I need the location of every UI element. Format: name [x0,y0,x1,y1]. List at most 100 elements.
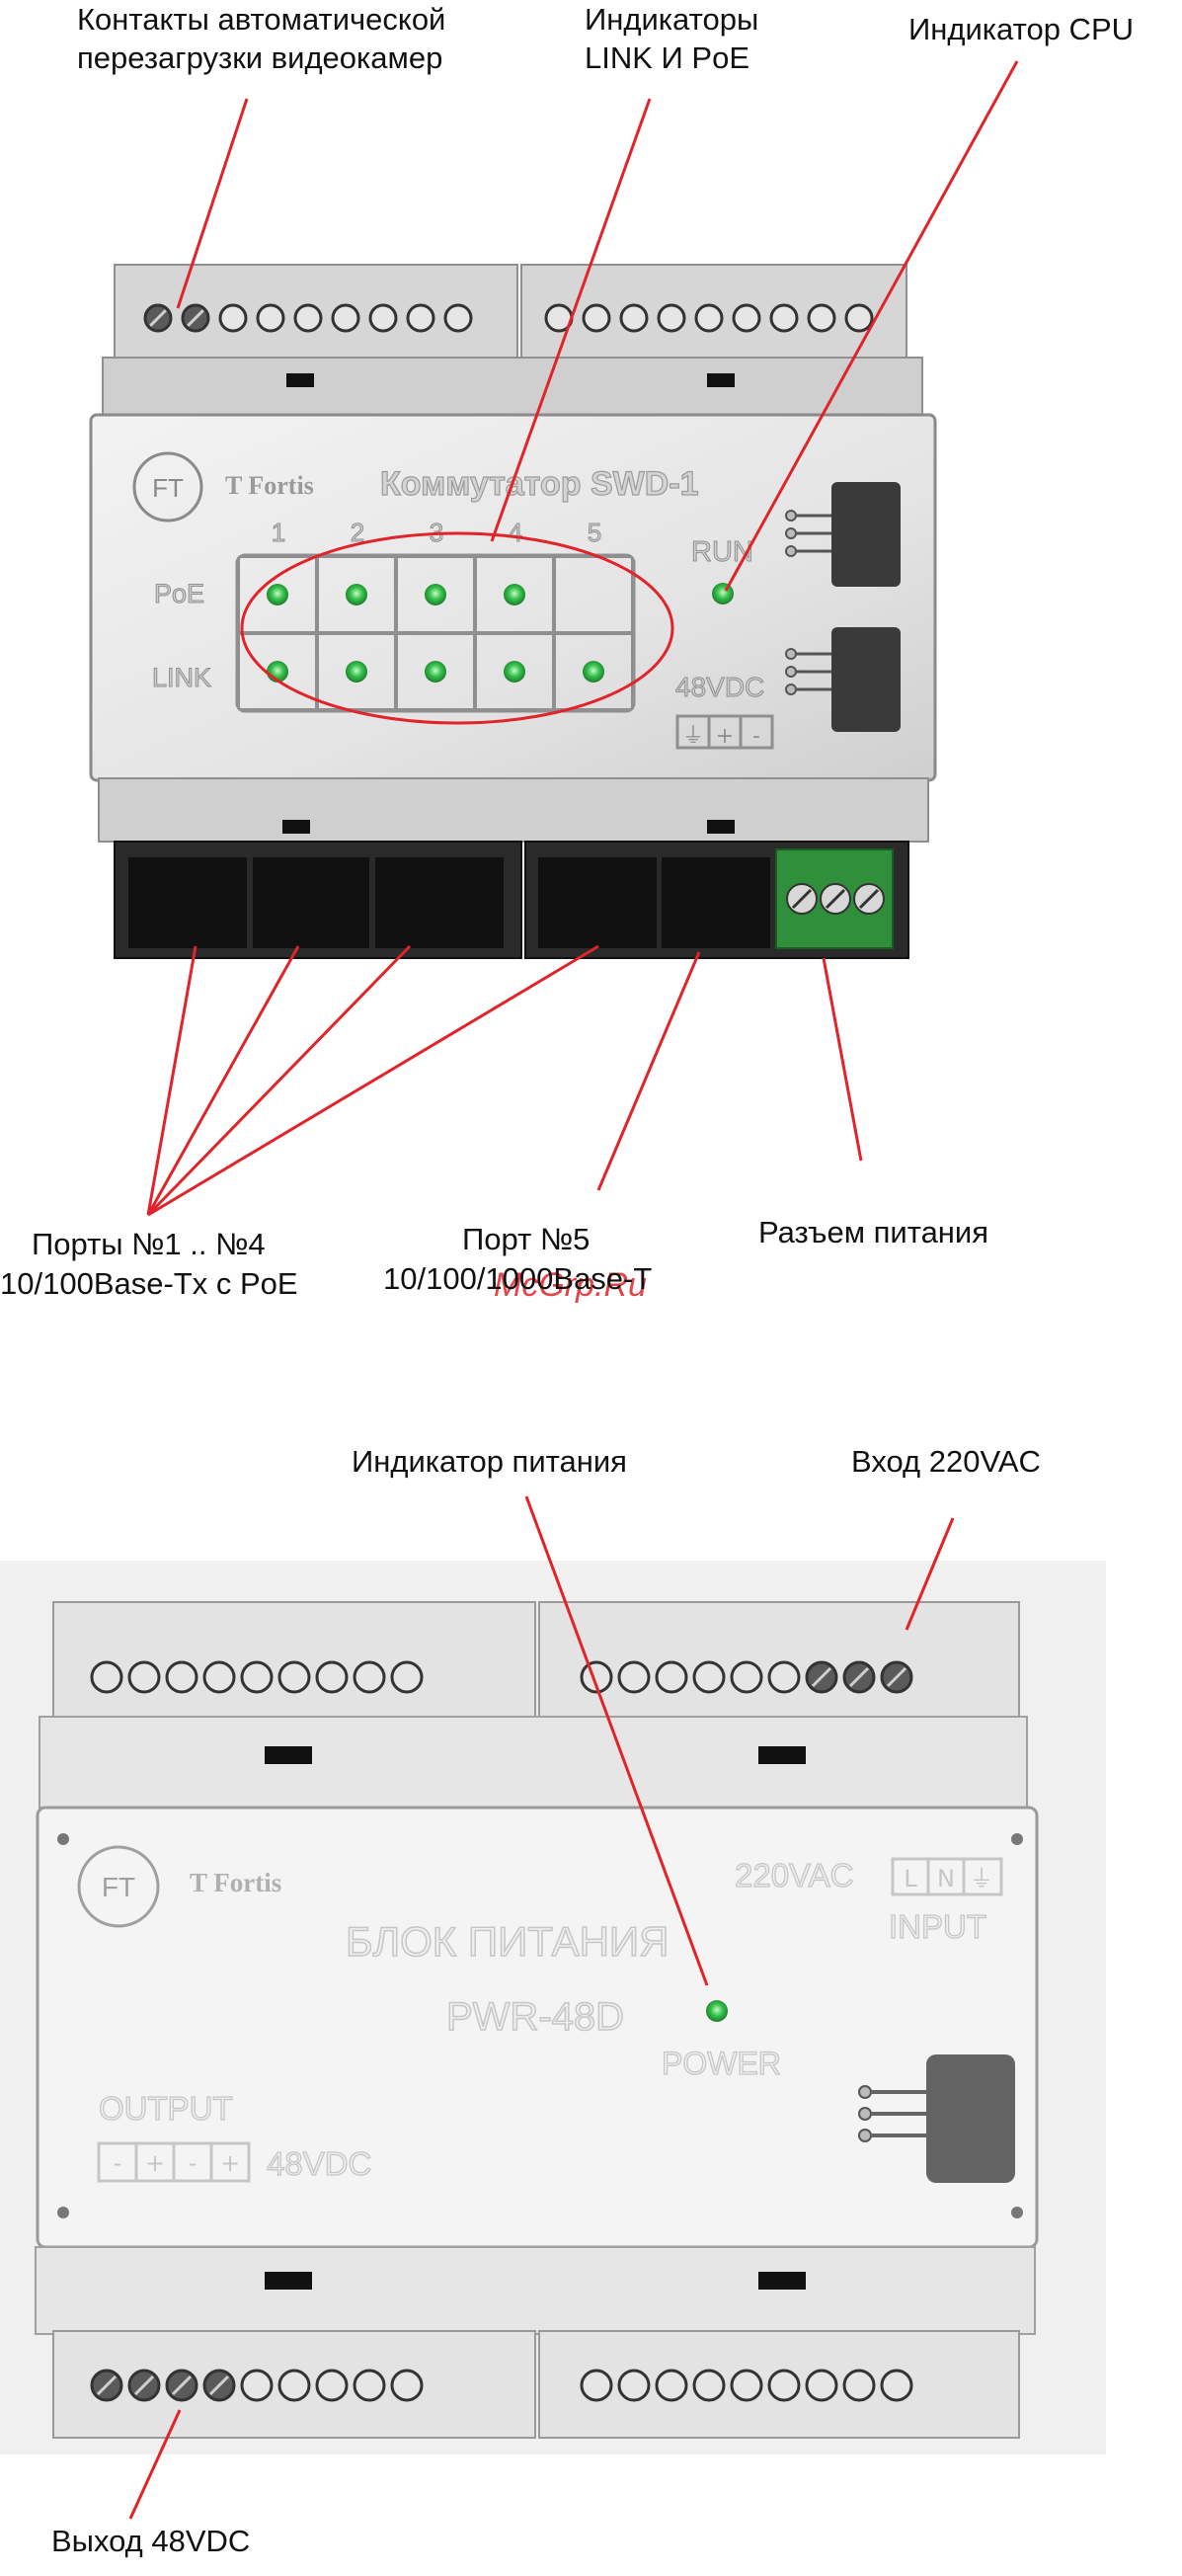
watermark: McGrp.Ru [494,1266,647,1304]
leader-port [146,944,412,1217]
leader-reboot [176,98,249,309]
psu-ac-terminal-box [891,1857,1003,1896]
screw-icon [368,303,398,333]
screw-icon [390,2369,424,2402]
screw-icon [353,1660,386,1694]
psu-bottom-screws [90,2369,913,2402]
psu-title: БЛОК ПИТАНИЯ [346,1918,669,1965]
screw-icon [127,1660,161,1694]
label-ports-1: Порты №1 .. №4 [32,1227,266,1261]
switch-dc-sign: ⏚ [682,724,704,749]
label-cpu-indicator: Индикатор CPU [908,12,1135,46]
psu-top-terminal-left [52,1601,536,1720]
screw-icon [353,2369,386,2402]
label-reboot-contacts-1: Контакты автоматической [77,2,446,37]
screw-icon [165,1660,198,1694]
psu-output-label: OUTPUT [99,2090,233,2127]
switch-row-link-label: LINK [152,663,211,692]
psu-power-label: POWER [662,2046,781,2081]
screw-icon [692,1660,726,1694]
psu-top-terminal-right [538,1601,1020,1720]
screw-icon [844,303,874,333]
switch-led [504,661,525,683]
psu-logo: FT [102,1872,135,1902]
screw-icon [315,2369,349,2402]
screw-icon [807,303,836,333]
switch-right-connector [831,482,901,587]
switch-led-cell [396,633,475,710]
switch-run-led [712,583,734,604]
leader-port [146,945,300,1216]
screw-icon [277,2369,311,2402]
screw-icon [617,1660,651,1694]
screw-icon [331,303,360,333]
psu-connector [926,2054,1015,2183]
switch-led [425,661,446,683]
screw-icon [218,303,248,333]
leader-48 [128,2409,182,2520]
psu-device: FT T Fortis БЛОК ПИТАНИЯ PWR-48D POWER 2… [0,1561,1106,2455]
switch-led [346,661,367,683]
label-ports-2: 10/100Base-Tx с PoE [0,1266,298,1301]
screw-icon [694,303,724,333]
label-led-indicators-1: Индикаторы [585,2,759,37]
psu-ac-label: 220VAC [735,1857,853,1893]
label-power-indicator: Индикатор питания [352,1444,627,1479]
screw-icon [390,1660,424,1694]
switch-port-number: 2 [351,518,364,547]
psu-output-signs: -+-+ [114,2149,240,2177]
switch-led-cell [396,556,475,633]
screw-icon [769,303,799,333]
screw-icon [202,1660,236,1694]
switch-port-number: 5 [588,518,601,547]
psu-lower-band [35,2246,1036,2335]
switch-dc-sign: + [716,724,734,749]
switch-led-cell [554,556,633,633]
switch-led [267,584,288,605]
screw-icon [655,2369,688,2402]
psu-input-label: INPUT [889,1908,986,1945]
label-power-connector: Разъем питания [758,1215,989,1249]
leader-cpu [724,60,1019,592]
label-reboot-contacts-2: перезагрузки видеокамер [77,40,443,75]
switch-row-poe-label: PoE [154,579,204,608]
screw-icon [277,1660,311,1694]
switch-clip [707,373,735,387]
screw-icon [240,2369,274,2402]
psu-ac-sign: ⏚ [970,1865,993,1892]
switch-led [346,584,367,605]
leader-led [490,98,652,542]
switch-led-cell [475,633,554,710]
switch-led [504,584,525,605]
switch-top-screws-right [544,303,874,333]
label-output-48: Выход 48VDC [51,2524,251,2558]
screw-icon [767,1660,801,1694]
switch-lower-band [98,777,929,843]
psu-ac-sign: L [904,1865,917,1892]
switch-led-cell [238,633,317,710]
label-led-indicators-2: LINK И PoE [585,40,750,75]
screw-icon [90,1660,123,1694]
switch-brand: T Fortis [225,471,314,500]
screw-icon [406,303,435,333]
psu-brand: T Fortis [190,1868,281,1897]
screw-icon [730,2369,763,2402]
screw-icon [805,2369,838,2402]
switch-led-cells [238,556,633,710]
screw-icon [880,2369,913,2402]
switch-logo-icon [132,451,203,523]
switch-led-cell [475,556,554,633]
switch-dc-sign: - [752,724,760,749]
screw-icon [732,303,761,333]
psu-ac-sign: N [937,1865,955,1892]
screw-icon [256,303,285,333]
screw-icon [443,303,473,333]
label-port5-2: 10/100/1000Base-T [383,1261,653,1296]
leader-220 [905,1517,955,1631]
leader-port5 [596,951,701,1191]
screw-icon [619,303,649,333]
switch-dc-label: 48VDC [675,672,764,702]
leader-psu-led [524,1495,709,1986]
